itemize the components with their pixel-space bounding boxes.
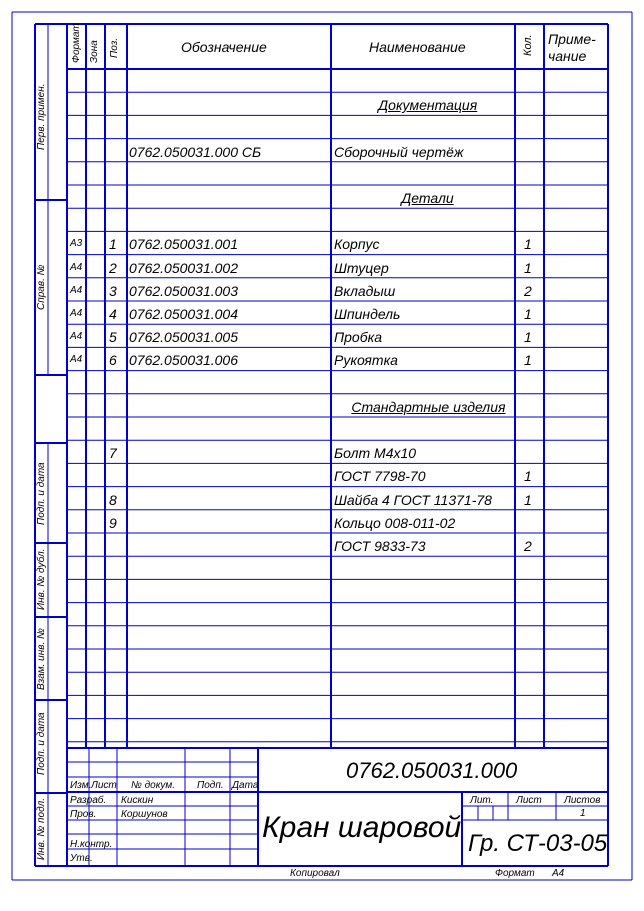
row-designation: 0762.050031.002 — [129, 259, 238, 276]
row-format: А4 — [70, 284, 83, 296]
row-qty: 1 — [524, 236, 532, 253]
row-qty: 1 — [524, 306, 532, 322]
row-designation: 0762.050031.006 — [129, 352, 238, 369]
row-name: ГОСТ 7798-70 — [334, 468, 426, 485]
sheets-label: Листов — [564, 795, 601, 806]
row-position: 2 — [109, 259, 117, 276]
col-izm: Изм. — [70, 780, 92, 791]
row-position: 3 — [109, 282, 117, 299]
format-label: Формат — [495, 868, 535, 879]
lit-label: Лит. — [470, 795, 494, 806]
row-qty: 2 — [524, 282, 532, 299]
row-designation: 0762.050031.003 — [129, 282, 238, 299]
row-name: Шайба 4 ГОСТ 11371-78 — [334, 491, 492, 508]
side-sprav-no: Справ. № — [36, 264, 47, 310]
header-name: Наименование — [369, 39, 466, 55]
row-name: Детали — [401, 190, 454, 206]
row-name: Рукоятка — [334, 352, 398, 369]
razrab-name: Кискин — [121, 795, 154, 806]
row-format: А3 — [70, 238, 83, 250]
header-format: Формат — [71, 23, 82, 63]
row-position: 4 — [109, 306, 117, 322]
razrab-label: Разраб. — [70, 795, 107, 806]
row-name: Вкладыш — [334, 282, 396, 299]
side-podp-data-1: Подп. и дата — [36, 462, 47, 525]
product-title: Кран шаровой — [262, 811, 462, 844]
side-podp-data-2: Подп. и дата — [36, 712, 47, 775]
row-name: Штуцер — [334, 259, 389, 276]
header-designation: Обозначение — [181, 39, 267, 55]
col-podp: Подп. — [197, 780, 224, 791]
row-qty: 1 — [524, 352, 532, 369]
header-pos: Поз. — [109, 37, 120, 58]
row-format: А4 — [70, 331, 83, 343]
row-designation: 0762.050031.005 — [129, 329, 238, 346]
prov-name: Коршунов — [121, 809, 168, 820]
header-qty: Кол. — [522, 34, 534, 56]
row-name: Стандартные изделия — [351, 398, 506, 415]
row-name: Болт М4х10 — [334, 445, 417, 462]
row-qty: 1 — [524, 468, 532, 485]
row-name: Кольцо 008-011-02 — [334, 514, 456, 531]
row-qty: 1 — [524, 491, 532, 508]
side-vzam-inv: Взам. инв. № — [36, 628, 47, 690]
row-designation: 0762.050031.004 — [129, 306, 238, 322]
row-name: Документация — [378, 97, 478, 114]
row-name: ГОСТ 9833-73 — [334, 538, 426, 554]
side-inv-dubl: Инв. № дубл. — [36, 548, 47, 611]
row-position: 7 — [109, 445, 117, 462]
format-value: А4 — [552, 868, 565, 879]
row-qty: 1 — [524, 259, 532, 276]
doc-code: 0762.050031.000 — [346, 758, 518, 783]
row-position: 1 — [109, 236, 117, 253]
row-name: Корпус — [334, 236, 380, 253]
copied-label: Копировал — [290, 868, 340, 879]
side-inv-podl: Инв. № подл. — [36, 797, 47, 860]
col-list: Лист — [91, 780, 117, 791]
row-format: А4 — [70, 354, 83, 366]
row-position: 9 — [109, 514, 117, 531]
header-zone: Зона — [89, 40, 100, 63]
row-position: 6 — [109, 352, 117, 369]
row-format: А4 — [70, 308, 83, 319]
row-position: 8 — [109, 491, 117, 508]
col-data: Дата — [232, 780, 259, 791]
row-name: Пробка — [334, 329, 382, 346]
row-designation: 0762.050031.001 — [129, 236, 238, 253]
row-name: Сборочный чертёж — [334, 143, 464, 160]
col-docnum: № докум. — [131, 780, 176, 791]
row-qty: 1 — [524, 329, 532, 346]
row-qty: 2 — [524, 538, 532, 554]
header-note-1: Приме- — [548, 31, 596, 47]
side-perv-primen: Перв. примен. — [36, 83, 47, 150]
utv-label: Утв. — [70, 853, 93, 864]
row-format: А4 — [70, 261, 83, 273]
prov-label: Пров. — [70, 809, 97, 820]
group-code: Гр. СТ-03-05 — [468, 830, 608, 857]
sheet-label: Лист — [516, 795, 542, 806]
sheets-value: 1 — [580, 808, 586, 819]
row-name: Шпиндель — [334, 306, 401, 322]
row-designation: 0762.050031.000 СБ — [129, 143, 262, 160]
header-note-2: чание — [548, 48, 587, 64]
nkontr-label: Н.контр. — [70, 839, 113, 850]
row-position: 5 — [109, 329, 117, 346]
